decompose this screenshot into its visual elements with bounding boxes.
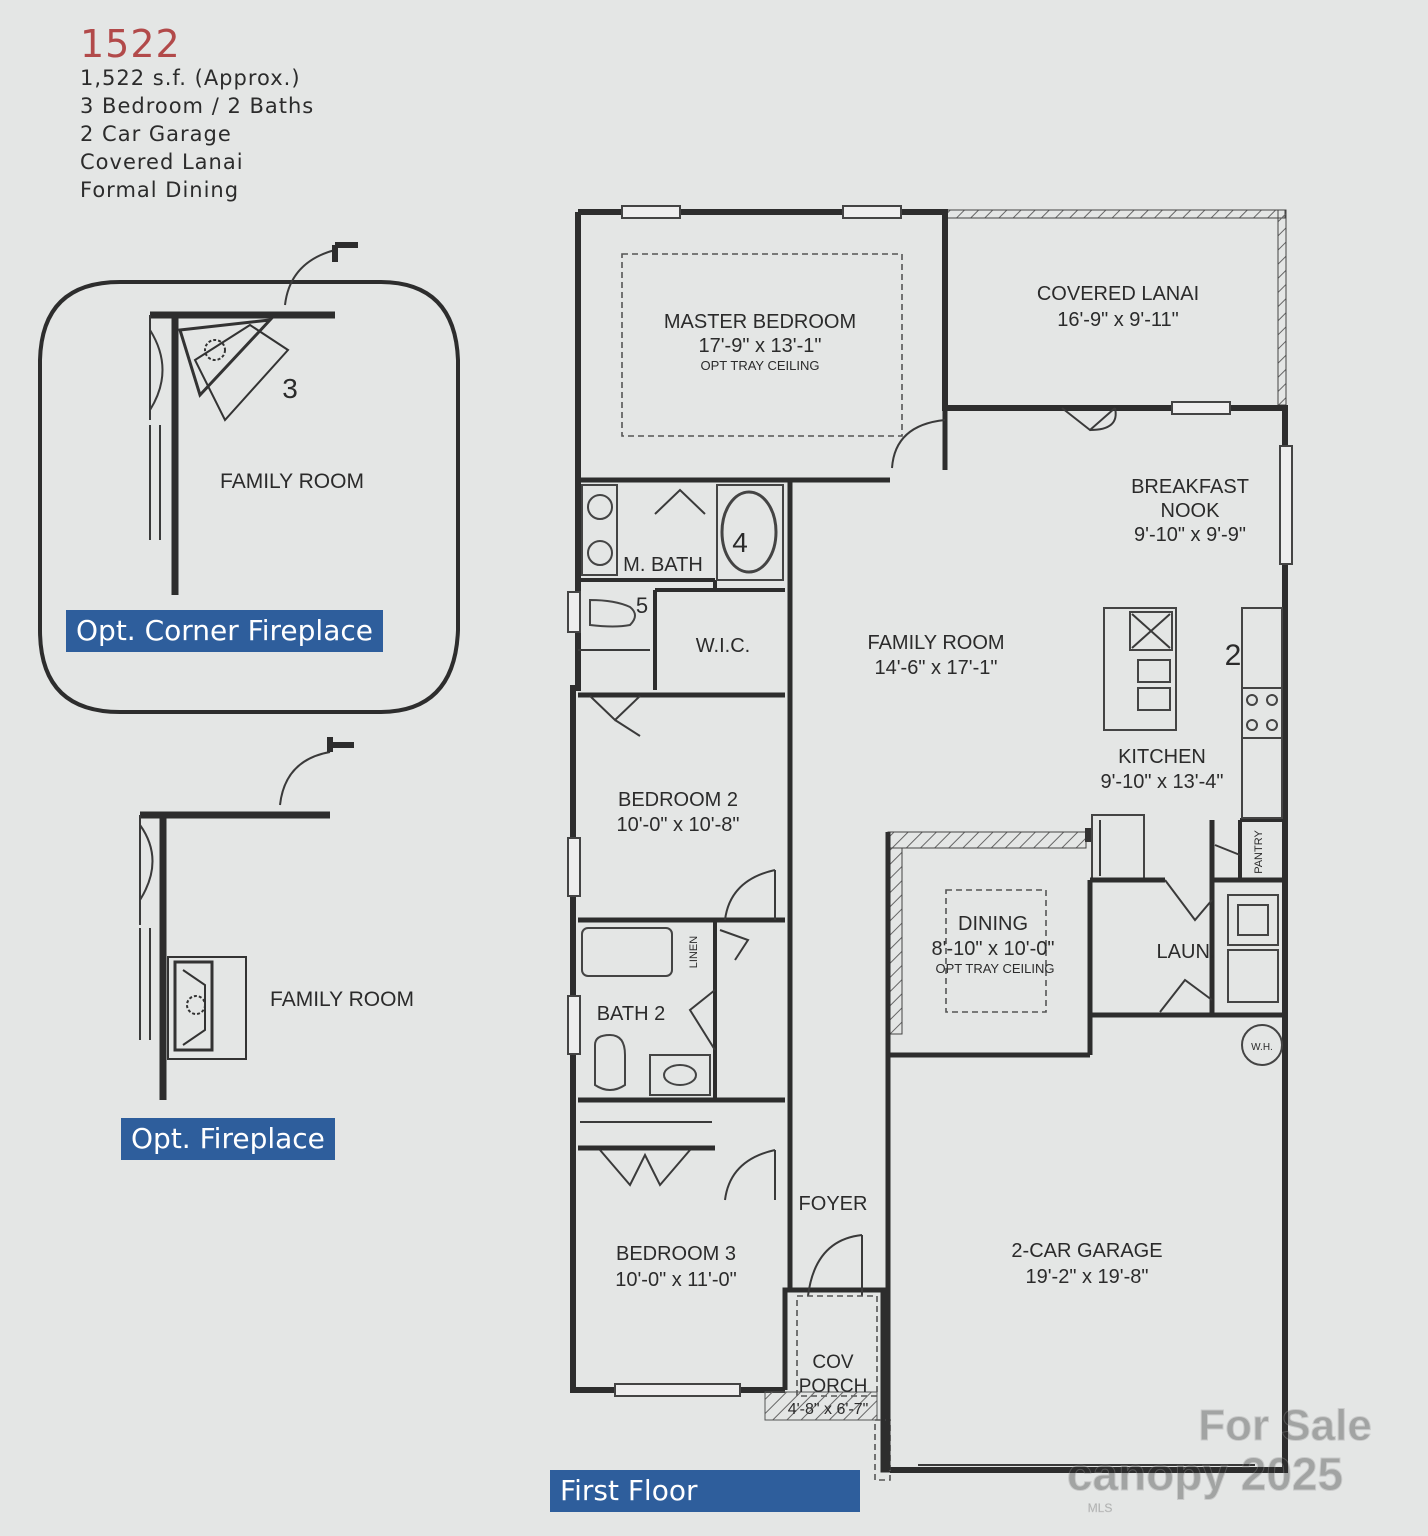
first-floor-banner: First Floor [550, 1470, 860, 1512]
master-bath-label: M. BATH [623, 554, 703, 576]
garage-label: 2-CAR GARAGE [1011, 1240, 1162, 1262]
wic-label: W.I.C. [696, 635, 750, 657]
covered-lanai-label: COVERED LANAI [1037, 283, 1199, 305]
watermark-for-sale: For Sale [1198, 1401, 1372, 1450]
dining-note: OPT TRAY CEILING [936, 961, 1055, 976]
plan-garage: 2 Car Garage [80, 122, 232, 146]
dining-dims: 8'-10" x 10'-0" [931, 938, 1054, 960]
bedroom2-label: BEDROOM 2 [618, 789, 738, 811]
first-floor-plan: MASTER BEDROOM 17'-9" x 13'-1" OPT TRAY … [567, 205, 1293, 1481]
family-room-label: FAMILY ROOM [867, 632, 1004, 654]
breakfast-nook-dims: 9'-10" x 9'-9" [1134, 524, 1246, 546]
fireplace-inset-family-room: FAMILY ROOM [270, 988, 414, 1011]
plan-title: 1522 [80, 22, 181, 66]
watermark-mls: MLS [1088, 1501, 1113, 1515]
corner-inset-family-room: FAMILY ROOM [220, 470, 364, 493]
toilet-number: 5 [636, 593, 648, 618]
master-bath-number: 4 [732, 527, 748, 558]
bedroom2-dims: 10'-0" x 10'-8" [616, 814, 739, 836]
bedroom3-dims: 10'-0" x 11'-0" [615, 1269, 737, 1291]
porch-label-1: COV [812, 1352, 854, 1373]
pantry-label: PANTRY [1253, 830, 1265, 874]
laundry-label: LAUN. [1157, 941, 1216, 963]
covered-lanai-dims: 16'-9" x 9'-11" [1057, 309, 1179, 331]
foyer-label: FOYER [799, 1193, 868, 1215]
master-bedroom-note: OPT TRAY CEILING [701, 358, 820, 373]
linen-label: LINEN [688, 936, 700, 968]
garage-dims: 19'-2" x 19'-8" [1025, 1266, 1148, 1288]
corner-fireplace-inset: 3 FAMILY ROOM [38, 242, 460, 714]
kitchen-dims: 9'-10" x 13'-4" [1100, 771, 1223, 793]
dining-label: DINING [958, 913, 1028, 935]
watermark-canopy: canopy 2025 [1067, 1448, 1343, 1500]
porch-dims: 4'-8" x 6'-7" [788, 1401, 869, 1418]
opt-fireplace-banner: Opt. Fireplace [121, 1118, 335, 1160]
fireplace-inset: FAMILY ROOM [139, 737, 414, 1100]
kitchen-label: KITCHEN [1118, 746, 1206, 768]
breakfast-nook-label-2: NOOK [1161, 500, 1221, 522]
porch-label-2: PORCH [799, 1376, 868, 1397]
bath2-label: BATH 2 [597, 1003, 666, 1025]
plan-sqft: 1,522 s.f. (Approx.) [80, 66, 301, 90]
watermark: For Sale canopy 2025 MLS [1066, 1401, 1372, 1516]
plan-lanai: Covered Lanai [80, 150, 244, 174]
family-room-dims: 14'-6" x 17'-1" [874, 657, 997, 679]
plan-dining: Formal Dining [80, 178, 240, 202]
corner-inset-number: 3 [282, 373, 298, 404]
plan-header: 1522 1,522 s.f. (Approx.) 3 Bedroom / 2 … [80, 24, 314, 204]
opt-corner-fireplace-banner: Opt. Corner Fireplace [66, 610, 383, 652]
master-bedroom-dims: 17'-9" x 13'-1" [698, 335, 821, 357]
bedroom3-label: BEDROOM 3 [616, 1243, 736, 1265]
water-heater-label: W.H. [1251, 1042, 1273, 1053]
master-bedroom-label: MASTER BEDROOM [664, 311, 856, 333]
kitchen-number: 2 [1225, 639, 1242, 672]
plan-bedrooms: 3 Bedroom / 2 Baths [80, 94, 315, 118]
breakfast-nook-label-1: BREAKFAST [1131, 476, 1249, 498]
